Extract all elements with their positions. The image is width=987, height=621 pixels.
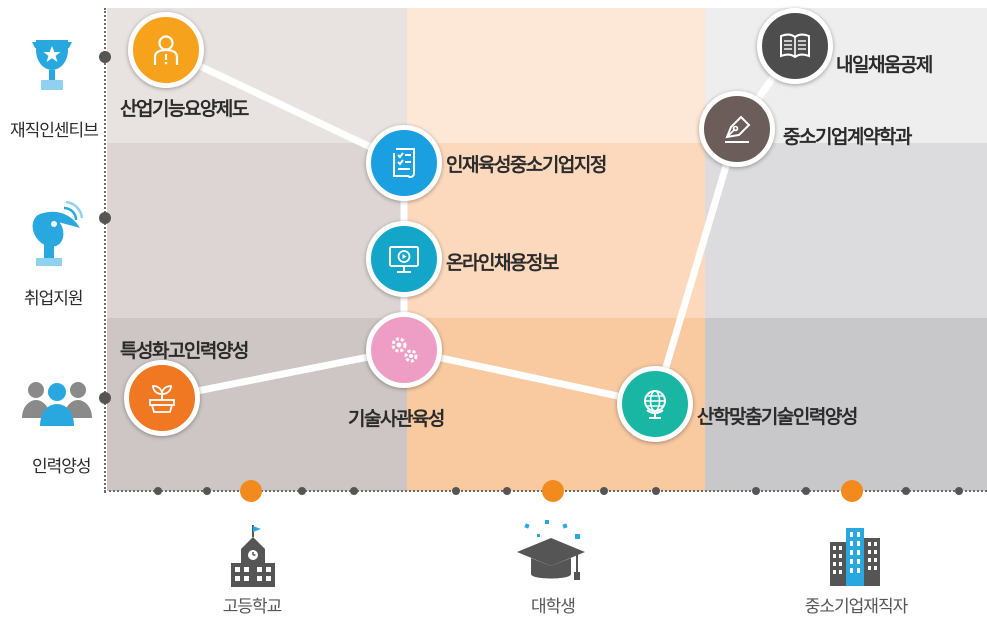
trophy-icon [32,36,72,96]
axis-tick [955,487,963,495]
y-axis [104,8,106,493]
satellite-dish-icon [28,200,84,274]
node-industry-academia[interactable] [617,366,693,442]
node-label-online-jobs: 온라인채용정보 [446,252,559,274]
school-building-icon [231,525,275,591]
people-group-icon [22,378,92,432]
node-industrial-skill[interactable] [128,12,204,88]
pen-nib-icon [725,115,751,143]
cell-university-support [407,143,705,318]
node-naeil-deduction[interactable] [757,8,833,84]
row-label-support: 취업지원 [24,289,84,309]
axis-tick [203,487,211,495]
axis-tick [452,487,460,495]
checklist-icon [393,148,415,178]
row-marker-training [99,392,111,404]
node-label-talent-designation: 인재육성중소기업지정 [446,154,607,176]
row-marker-incentive [99,51,111,63]
node-label-contract-department: 중소기업계약학과 [783,126,912,148]
column-label-worker: 중소기업재직자 [804,597,908,617]
office-buildings-icon [830,528,880,590]
node-talent-designation[interactable] [366,125,442,201]
axis-tick [802,487,810,495]
row-marker-support [99,212,111,224]
globe-icon [644,390,666,419]
node-technical-officer[interactable] [366,312,442,388]
node-online-jobs[interactable] [366,221,442,297]
row-label-training: 인력양성 [32,457,92,477]
node-label-naeil-deduction: 내일채움공제 [836,54,933,76]
monitor-play-icon [389,246,419,273]
node-label-technical-officer: 기술사관육성 [348,408,445,430]
person-alert-icon [153,35,179,65]
axis-tick [752,487,760,495]
axis-tick [652,487,660,495]
axis-tick [350,487,358,495]
axis-tick [298,487,306,495]
node-specialized-highschool[interactable] [124,360,200,436]
column-label-university: 대학생 [531,597,576,617]
sprout-icon [149,385,175,413]
graduation-cap-icon [515,520,587,590]
cell-worker-support [705,143,987,318]
gears-icon [391,337,418,363]
open-book-icon [780,33,810,59]
node-label-industrial-skill: 산업기능요양제도 [120,98,249,120]
row-label-incentive: 재직인센티브 [10,121,99,141]
column-label-highschool: 고등학교 [222,597,283,617]
cell-worker-training [705,318,987,491]
column-marker-university [542,480,564,502]
axis-tick [600,487,608,495]
axis-tick [154,487,162,495]
axis-tick [503,487,511,495]
column-marker-worker [841,480,863,502]
cell-university-incentive [407,8,705,143]
node-label-industry-academia: 산학맞춤기술인력양성 [697,406,858,428]
node-contract-department[interactable] [699,91,775,167]
axis-tick [902,487,910,495]
node-label-specialized-highschool: 특성화고인력양성 [120,340,249,362]
column-marker-highschool [240,480,262,502]
cell-highschool-support [107,143,407,318]
